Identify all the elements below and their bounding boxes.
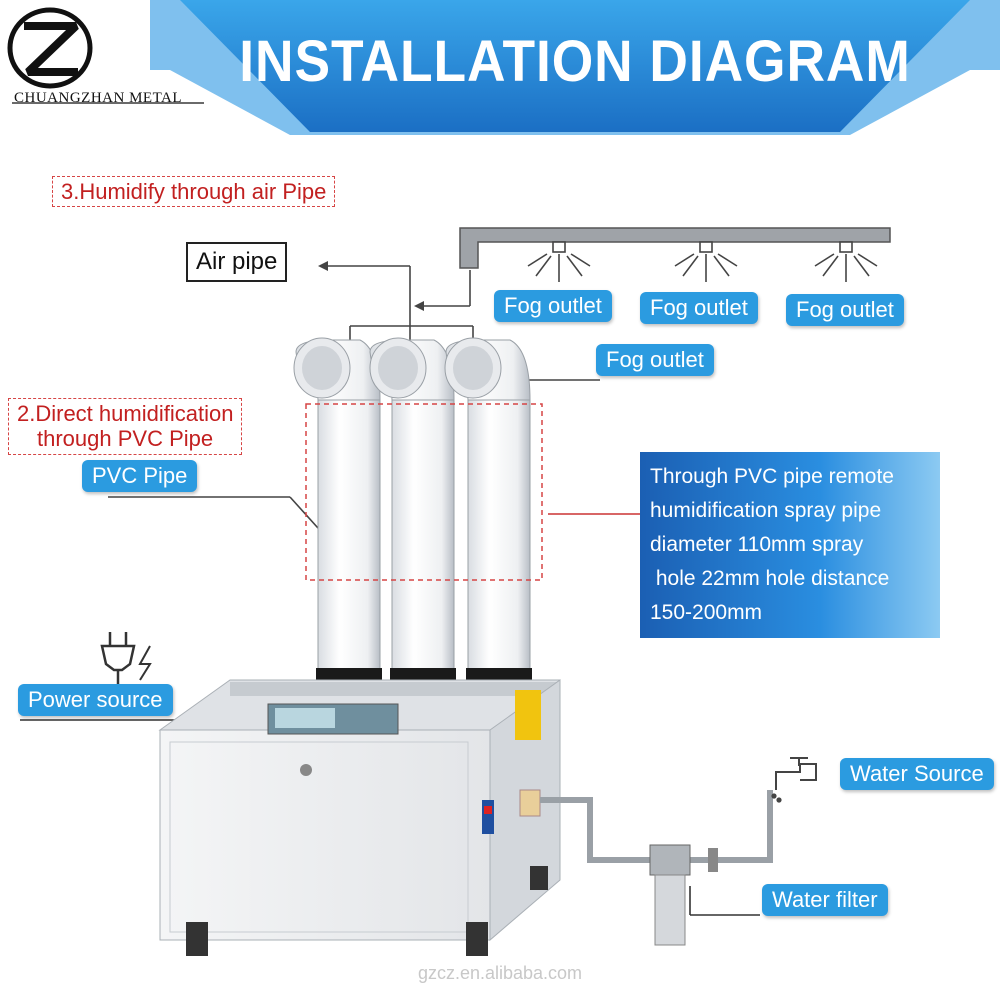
label-pvc-pipe: PVC Pipe [82,460,198,493]
info-panel: Through PVC pipe remote humidification s… [640,452,940,638]
label-power-source: Power source [18,684,173,717]
label-direct-humidification: 2.Direct humidification through PVC Pipe [8,398,243,455]
water-line [540,790,773,863]
header-banner: INSTALLATION DIAGRAM [150,0,1000,140]
logo-mark-icon [7,7,204,104]
label-water-source: Water Source [840,758,994,791]
label-air-pipe: Air pipe [186,242,288,282]
info-line: Through PVC pipe remote [650,465,894,488]
faucet-icon [771,757,817,803]
arrow-icon [414,301,424,311]
pipe-highlight-region [305,403,543,581]
label-water-filter: Water filter [762,884,888,917]
spray-nozzle-icon [527,241,878,282]
page-title: INSTALLATION DIAGRAM [239,29,911,94]
logo: CHUANGZHAN METAL [4,4,204,114]
info-line: hole 22mm hole distance [650,567,890,590]
arrow-icon [318,261,328,271]
info-panel-bg [640,452,940,638]
banner-shape [150,0,1000,135]
pvc-pipes [293,337,532,682]
info-line: diameter 110mm spray [650,533,864,556]
label-fog-outlet-2: Fog outlet [640,292,758,325]
label-fog-outlet-1: Fog outlet [494,290,612,323]
label-humidify-air-pipe: 3.Humidify through air Pipe [52,176,336,208]
info-line: 150-200mm [650,601,763,624]
label-fog-outlet-main: Fog outlet [596,344,714,377]
humidifier-machine [158,679,561,956]
watermark: gzcz.en.alibaba.com [417,963,583,983]
label-fog-outlet-3: Fog outlet [786,294,904,327]
logo-brand-text: CHUANGZHAN METAL [14,90,183,106]
label-direct-humidification-line1: 2.Direct humidification [17,401,234,426]
label-direct-humidification-line2: through PVC Pipe [37,426,214,452]
water-filter [649,844,718,946]
power-plug-icon [100,632,152,684]
ceiling-duct [459,227,891,269]
info-line: humidification spray pipe [650,499,882,522]
